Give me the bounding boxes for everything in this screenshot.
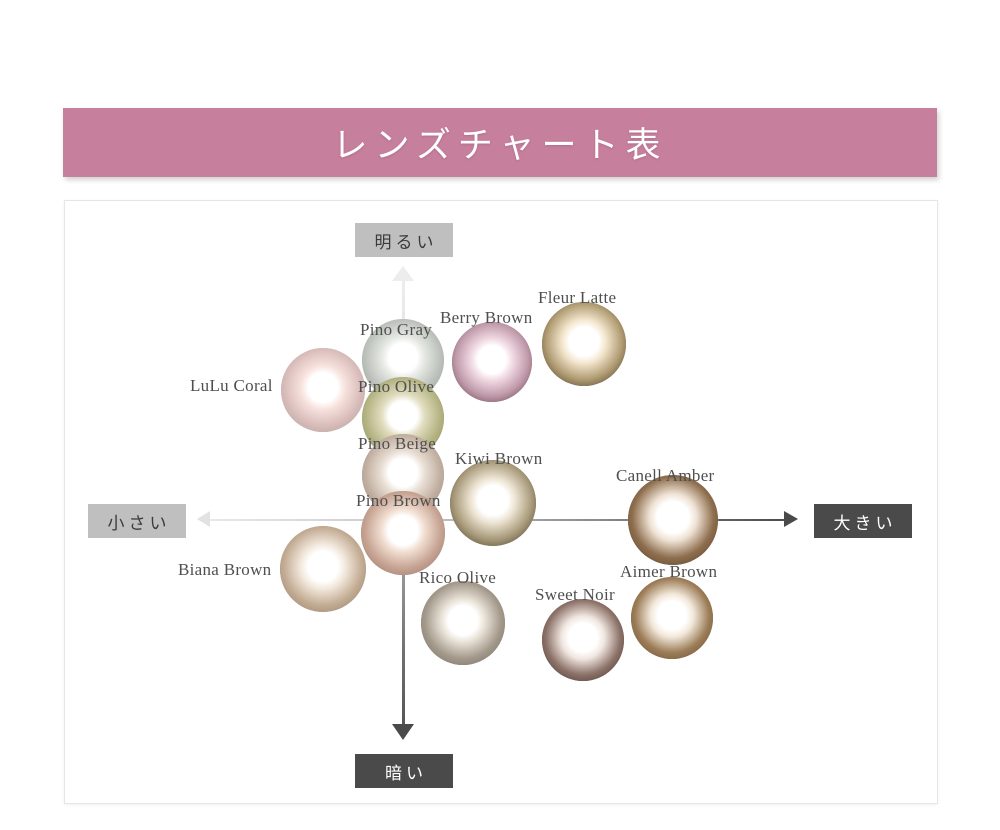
lens-name-label: Sweet Noir	[535, 585, 615, 604]
title-banner: レンズチャート表	[63, 108, 937, 177]
lens-name-label: Pino Olive	[358, 377, 435, 396]
lens-name-label: Rico Olive	[419, 568, 497, 587]
axis-label-large: 大きい	[814, 504, 912, 538]
lens-name-label: Biana Brown	[178, 560, 272, 579]
lens-disc	[421, 581, 505, 665]
arrow-up-icon	[392, 266, 414, 281]
lens-disc	[280, 526, 366, 612]
arrow-right-icon	[784, 511, 798, 527]
lens-name-label: Fleur Latte	[538, 288, 617, 307]
lens-name-label: Pino Brown	[356, 491, 441, 510]
lens-disc	[281, 348, 365, 432]
axis-label-bright: 明るい	[355, 223, 453, 257]
lens-name-label: Canell Amber	[616, 466, 715, 485]
page-title: レンズチャート表	[332, 126, 668, 166]
lens-disc	[542, 302, 626, 386]
lens-disc	[450, 460, 536, 546]
lens-disc	[542, 599, 624, 681]
arrow-left-icon	[197, 511, 210, 527]
lens-name-label: Pino Beige	[358, 434, 437, 453]
lens-disc	[631, 577, 713, 659]
lens-disc	[628, 475, 718, 565]
arrow-down-icon	[392, 724, 414, 740]
lens-disc	[452, 322, 532, 402]
lens-name-label: Berry Brown	[440, 308, 533, 327]
lens-name-label: LuLu Coral	[190, 376, 273, 395]
lens-name-label: Pino Gray	[360, 320, 433, 339]
lens-name-label: Aimer Brown	[620, 562, 718, 581]
lens-name-label: Kiwi Brown	[455, 449, 543, 468]
axis-label-dark: 暗い	[355, 754, 453, 788]
axis-label-small: 小さい	[88, 504, 186, 538]
lens-disc	[361, 491, 445, 575]
